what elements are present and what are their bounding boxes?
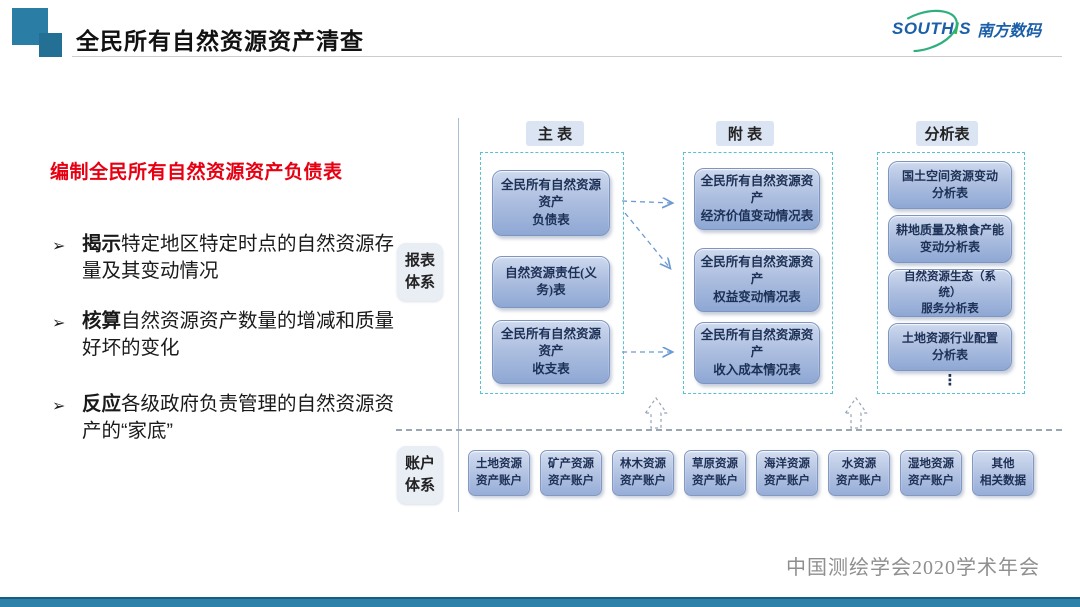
bullet-text: 核算自然资源资产数量的增减和质量好坏的变化 (82, 308, 402, 362)
column-header-analysis: 分析表 (916, 121, 978, 146)
account-box-ocean: 海洋资源 资产账户 (756, 450, 818, 496)
analysis-table-box-4: 土地资源行业配置 分析表 (888, 323, 1012, 371)
analysis-table-box-1: 国土空间资源变动 分析表 (888, 161, 1012, 209)
report-system-label: 报表 体系 (397, 243, 443, 301)
column-header-main: 主 表 (526, 121, 584, 146)
up-block-arrow-right (844, 396, 868, 429)
bullet-text: 揭示特定地区特定时点的自然资源存量及其变动情况 (82, 231, 402, 285)
analysis-tables-group (877, 152, 1025, 394)
slide-bottom-bar (0, 597, 1080, 607)
column-header-attached: 附 表 (716, 121, 774, 146)
bullet-arrow-icon: ➢ (52, 315, 66, 332)
bullet-item-1: ➢ 揭示特定地区特定时点的自然资源存量及其变动情况 (52, 231, 402, 285)
arrow-main1-to-attached1 (621, 201, 672, 203)
account-system-label: 账户 体系 (397, 446, 443, 504)
header-divider (72, 56, 1062, 57)
systems-divider (396, 429, 1062, 431)
logo-company-name: 南方数码 (977, 23, 1042, 40)
analysis-table-box-3: 自然资源生态（系统） 服务分析表 (888, 269, 1012, 317)
attached-table-box-1: 全民所有自然资源资产 经济价值变动情况表 (694, 168, 820, 230)
arrow-main1-to-attached2 (624, 212, 670, 268)
bullet-arrow-icon: ➢ (52, 398, 66, 415)
bullet-arrow-icon: ➢ (52, 238, 66, 255)
company-logo: SOUTHIS 南方数码 (890, 9, 1042, 53)
bullet-body: 各级政府负责管理的自然资源资产的“家底” (82, 393, 395, 442)
header-square-small (39, 33, 62, 57)
account-box-water: 水资源 资产账户 (828, 450, 890, 496)
attached-table-box-2: 全民所有自然资源资产 权益变动情况表 (694, 248, 820, 312)
main-tables-group (480, 152, 624, 394)
main-table-box-1: 全民所有自然资源资产 负债表 (492, 170, 610, 236)
bullet-text: 反应各级政府负责管理的自然资源资产的“家底” (82, 391, 402, 445)
page-title: 全民所有自然资源资产清查 (76, 28, 364, 54)
analysis-table-box-2: 耕地质量及粮食产能 变动分析表 (888, 215, 1012, 263)
account-box-forest: 林木资源 资产账户 (612, 450, 674, 496)
attached-tables-group (683, 152, 833, 394)
up-block-arrow-left (644, 396, 668, 429)
account-box-wetland: 湿地资源 资产账户 (900, 450, 962, 496)
logo-latin-left: SOUTH (892, 19, 954, 38)
attached-table-box-3: 全民所有自然资源资产 收入成本情况表 (694, 322, 820, 384)
bullet-body: 特定地区特定时点的自然资源存量及其变动情况 (82, 233, 395, 282)
section-heading: 编制全民所有自然资源资产负债表 (50, 162, 343, 183)
bullet-lead: 反应 (82, 393, 122, 415)
account-box-land: 土地资源 资产账户 (468, 450, 530, 496)
logo-latin-right: S (959, 19, 972, 38)
bullet-item-3: ➢ 反应各级政府负责管理的自然资源资产的“家底” (52, 391, 402, 445)
bullet-item-2: ➢ 核算自然资源资产数量的增减和质量好坏的变化 (52, 308, 402, 362)
bullet-lead: 核算 (82, 310, 122, 332)
bullet-lead: 揭示 (82, 233, 122, 255)
diagram-vertical-axis (458, 118, 459, 512)
main-table-box-3: 全民所有自然资源资产 收支表 (492, 320, 610, 384)
analysis-tables-ellipsis: ⋮ (942, 372, 958, 389)
main-table-box-2: 自然资源责任(义务)表 (492, 256, 610, 308)
account-box-mineral: 矿产资源 资产账户 (540, 450, 602, 496)
bullet-body: 自然资源资产数量的增减和质量好坏的变化 (82, 310, 395, 359)
conference-caption: 中国测绘学会2020学术年会 (786, 557, 1040, 579)
account-box-grassland: 草原资源 资产账户 (684, 450, 746, 496)
account-box-other: 其他 相关数据 (972, 450, 1034, 496)
